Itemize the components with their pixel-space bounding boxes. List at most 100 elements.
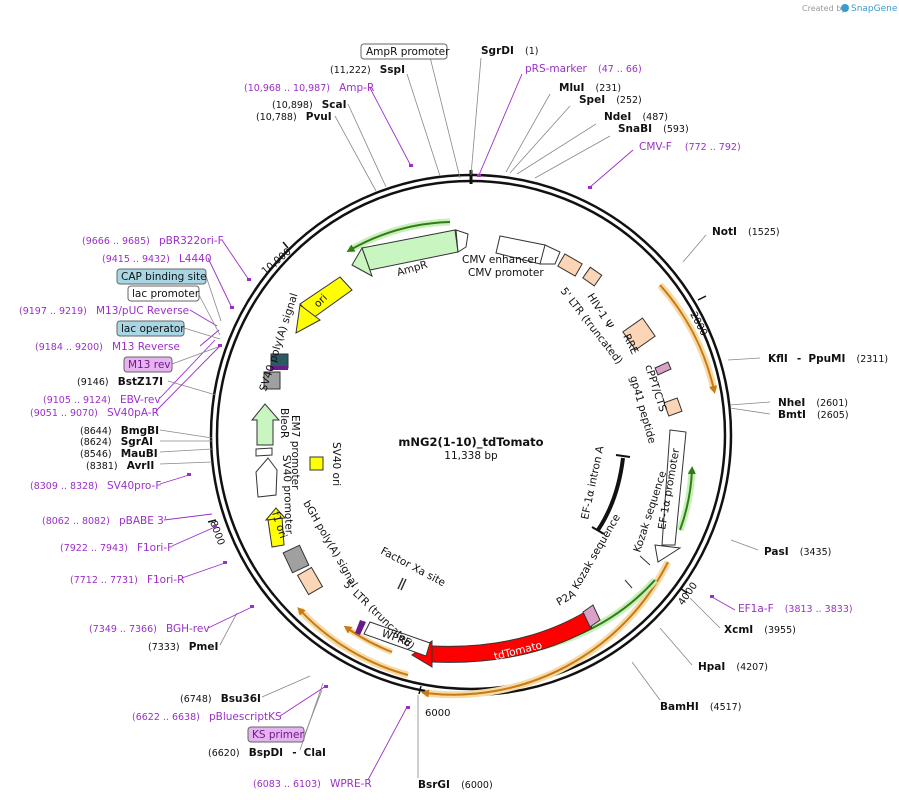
enzyme-bsu36i[interactable]: (6748) Bsu36I (180, 687, 261, 706)
cmv-promoter-feature[interactable] (539, 244, 561, 265)
primer-sv40pa-r[interactable]: (9051 .. 9070) SV40pA-R (30, 401, 159, 420)
primer-m13-reverse[interactable]: (9184 .. 9200) M13 Reverse (35, 335, 180, 354)
enzyme-ndei[interactable]: NdeI (487) (604, 105, 668, 124)
enzyme-kfli-ppumi[interactable]: KflI - PpuMI (2311) (768, 347, 888, 366)
leader-ks-primer (304, 689, 323, 735)
ef1a-intron-feature[interactable] (596, 457, 625, 532)
sv40-promoter-label: SV40 promoter (280, 455, 295, 535)
box-cap-binding-site[interactable]: CAP binding site (116, 268, 207, 285)
enzyme-maubi[interactable]: (8546) MauBI (80, 442, 158, 461)
cppt-feature[interactable] (654, 361, 672, 376)
primer-m13-puc-reverse[interactable]: (9197 .. 9219) M13/pUC Reverse (19, 299, 189, 318)
primer-wpre-r[interactable]: (6083 .. 6103) WPRE-R (253, 772, 372, 791)
box-lac-operator[interactable]: lac operator (116, 320, 185, 337)
primer-tick-prs (477, 174, 481, 177)
leader-mlui (505, 93, 551, 173)
p2a-feature[interactable] (582, 604, 601, 628)
ltr5-top-feature[interactable] (557, 253, 583, 277)
leader-cap (205, 275, 222, 322)
ef1a-promoter-head[interactable] (654, 544, 682, 563)
enzyme-hpai[interactable]: HpaI (4207) (698, 655, 768, 674)
enzyme-mlui[interactable]: MluI (231) (559, 76, 621, 95)
primer-l4440[interactable]: (9415 .. 9432) L4440 (102, 247, 212, 266)
ltr5-bottom-feature[interactable] (296, 566, 324, 596)
primer-ef1a-f[interactable]: EF1a-F (3813 .. 3833) (738, 597, 853, 616)
primer-f1ori-f[interactable]: (7922 .. 7943) F1ori-F (60, 536, 173, 555)
ampr-promoter-feature[interactable] (455, 229, 469, 253)
leader-l4440 (207, 257, 233, 309)
box-ampr-promoter-text: AmpR promoter (366, 46, 450, 58)
enzyme-sspi[interactable]: (11,222) SspI (330, 58, 405, 77)
primer-leaders (155, 73, 736, 781)
ef1a-promoter-feature[interactable] (661, 429, 687, 546)
box-lac-promoter[interactable]: lac promoter (127, 285, 200, 302)
leader-spei (509, 105, 571, 174)
bgh-feature[interactable] (282, 544, 310, 574)
sv40-ori-feature[interactable] (309, 456, 324, 471)
enzyme-sgrdi[interactable]: SgrDI (1) (481, 39, 538, 58)
enzyme-bamhi[interactable]: BamHI (4517) (660, 695, 741, 714)
ori-feature-head[interactable] (295, 304, 321, 334)
primer-cmv-f[interactable]: CMV-F (772 .. 792) (639, 135, 741, 154)
primer-amp-r[interactable]: (10,968 .. 10,987) Amp-R (244, 76, 374, 95)
enzyme-noti[interactable]: NotI (1525) (712, 220, 780, 239)
primer-sv40pro-f[interactable]: (8309 .. 8328) SV40pro-F (30, 474, 161, 493)
snapgene-brand: SnapGene (851, 4, 898, 14)
enzyme-scai[interactable]: (10,898) ScaI (272, 93, 347, 112)
primer-pbluescriptks[interactable]: (6622 .. 6638) pBluescriptKS (132, 705, 282, 724)
green-arc-top (346, 221, 451, 252)
box-m13-rev[interactable]: M13 rev (123, 356, 173, 373)
box-ampr-promoter[interactable]: AmpR promoter (360, 43, 450, 60)
enzyme-sgrai[interactable]: (8624) SgrAI (80, 430, 153, 449)
enzyme-spei[interactable]: SpeI (252) (579, 88, 642, 107)
primer-tick-ef1af (710, 595, 714, 598)
sv40-polya-feature[interactable] (263, 371, 281, 390)
cmv-promoter-label: CMV promoter (468, 267, 544, 279)
leader-kfli (727, 357, 761, 361)
enzyme-nhei[interactable]: NheI (2601) (778, 391, 848, 410)
map-title: mNG2(1-10)_tdTomato (398, 435, 543, 450)
primer-tick-pbr322 (247, 278, 251, 281)
primer-prs-marker[interactable]: pRS-marker (47 .. 66) (525, 57, 642, 76)
enzyme-snabi[interactable]: SnaBI (593) (618, 117, 689, 136)
factor-xa-label: Factor Xa site (379, 545, 448, 589)
f1ori-head[interactable] (264, 507, 287, 521)
enzyme-bstz17i[interactable]: (9146) BstZ17I (77, 370, 163, 389)
rre-feature[interactable] (622, 317, 656, 351)
ef1a-intron-label: EF-1α intron A (579, 444, 606, 520)
enzyme-pvui[interactable]: (10,788) PvuI (256, 105, 332, 124)
enzyme-pasi[interactable]: PasI (3435) (764, 540, 831, 559)
enzyme-bspdi-clai[interactable]: (6620) BspDI - ClaI (208, 741, 326, 760)
enzyme-pmei[interactable]: (7333) PmeI (148, 635, 218, 654)
primer-ticks (187, 164, 714, 709)
em7-feature[interactable] (255, 447, 273, 457)
primer-tick-bghrev (250, 605, 254, 608)
enzyme-bmti[interactable]: BmtI (2605) (778, 403, 849, 422)
leader-pvui (334, 115, 377, 192)
gp41-feature[interactable] (663, 397, 683, 417)
sv40-promoter-feature[interactable] (255, 457, 278, 498)
enzyme-avrii[interactable]: (8381) AvrII (86, 454, 154, 473)
primer-pbabe3[interactable]: (8062 .. 8082) pBABE 3' (42, 509, 167, 528)
enzyme-xcmi[interactable]: XcmI (3955) (724, 618, 796, 637)
ef1a-intron-cap-top (615, 454, 631, 458)
primer-pbr322ori-f[interactable]: (9666 .. 9685) pBR322ori-F (82, 229, 224, 248)
hiv-psi-feature[interactable] (582, 266, 603, 287)
box-leaders (171, 56, 461, 735)
orange-arc-4 (343, 625, 393, 653)
leader-bmti (729, 407, 771, 415)
box-lac-promoter-bg (127, 285, 200, 302)
orange-arc-3 (297, 607, 409, 676)
primer-bgh-rev[interactable]: (7349 .. 7366) BGH-rev (89, 617, 210, 636)
box-ks-primer[interactable]: KS primer (247, 726, 305, 743)
enzyme-bmgbi[interactable]: (8644) BmgBI (80, 419, 159, 438)
ampr-feature-head[interactable] (351, 246, 373, 278)
primer-tick-wprer (406, 706, 410, 709)
wpre-feature[interactable] (363, 621, 431, 657)
primer-ebv-rev[interactable]: (9105 .. 9124) EBV-rev (43, 388, 161, 407)
box-ampr-promoter-bg (360, 43, 448, 60)
enzyme-bsrgi[interactable]: BsrGI (6000) (418, 773, 493, 792)
primer-f1ori-r[interactable]: (7712 .. 7731) F1ori-R (70, 568, 184, 587)
bleor-feature[interactable] (250, 403, 281, 446)
